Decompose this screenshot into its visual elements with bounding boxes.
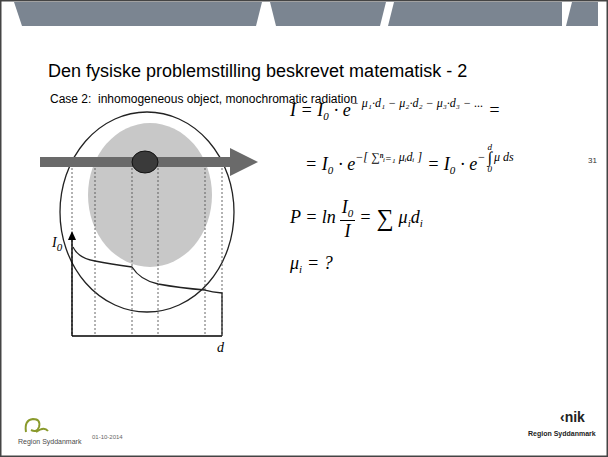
slide-date: 01-10-2014: [92, 434, 123, 441]
formula-term: μ: [399, 207, 408, 227]
formula-term: 0: [348, 207, 354, 219]
formula-term: d: [411, 207, 420, 227]
dense-inclusion: [132, 151, 158, 173]
projection-lines: [72, 168, 222, 336]
brand-text: ‹nik: [560, 410, 585, 425]
formula-line: = I0· e−[ ∑ⁿᵢ₌₁ μᵢdᵢ ]= I0· e−d∫0μ ds: [305, 143, 514, 176]
formula-term: −[ ∑ⁿᵢ₌₁ μᵢdᵢ ]: [355, 150, 422, 164]
formula-term: i: [408, 217, 411, 229]
formula-term: =: [488, 100, 500, 120]
formula-line: μi = ?: [290, 254, 333, 275]
inner-object: [88, 123, 212, 267]
formula-term: I = I: [290, 100, 323, 120]
formula-term: · e: [334, 100, 351, 120]
formula-term: ∑: [376, 205, 393, 231]
intensity-curve: [73, 247, 222, 336]
formula-group: −d∫0μ ds: [477, 150, 513, 164]
formula-term: μ: [290, 253, 299, 273]
radiation-arrow: [40, 148, 258, 176]
formula-group: d∫0: [487, 143, 492, 174]
formula-term: 0: [328, 164, 334, 176]
formula-term: i: [420, 217, 423, 229]
formula-term: μ ds: [494, 150, 514, 164]
brand-text: Region Syddanmark: [528, 430, 596, 438]
formula-term: I: [342, 197, 348, 217]
region-logo-icon: [26, 419, 48, 432]
formula-term: 0: [450, 164, 456, 176]
formula-line: P = lnI0I=∑μidi: [290, 198, 423, 240]
formula-term: ∫: [487, 151, 491, 165]
formula-line: d: [217, 341, 224, 355]
formula-term: = I: [427, 154, 450, 174]
logo-text: Region Syddanmark: [18, 438, 81, 446]
formula-group: I0I: [340, 198, 356, 240]
formula-term: d: [487, 143, 492, 151]
formula-term: −: [477, 150, 485, 164]
formula-term: = ?: [307, 253, 333, 273]
formula-line: I = I0 · e− μ₁·d₁ − μ₂·d₂ − μ₃·d₃ − ... =: [290, 97, 500, 122]
formula-term: I: [345, 221, 351, 241]
formula-term: P = ln: [290, 207, 336, 227]
formula-term: · e: [338, 154, 355, 174]
slide-title: Den fysiske problemstilling beskrevet ma…: [48, 62, 467, 82]
outer-object: [60, 112, 234, 312]
formula-term: · e: [460, 154, 477, 174]
header-bars: [14, 2, 598, 26]
formula-term: 0: [57, 241, 63, 253]
formula-line: I0: [52, 236, 62, 253]
formula-term: 0: [487, 165, 492, 173]
formula-group: I0: [340, 198, 356, 221]
formula-term: = I: [305, 154, 328, 174]
axis-arrowhead: [68, 231, 76, 240]
formula-term: d: [217, 340, 224, 355]
formula-group: I: [345, 221, 351, 240]
page-number: 31: [588, 157, 597, 166]
formula-term: − μ₁·d₁ − μ₂·d₂ − μ₃·d₃ − ...: [351, 96, 484, 110]
formula-term: I: [52, 235, 57, 250]
graph-axes: [72, 238, 222, 336]
formula-term: =: [359, 207, 371, 227]
formula-term: 0: [323, 110, 329, 122]
formula-term: i: [299, 263, 302, 275]
